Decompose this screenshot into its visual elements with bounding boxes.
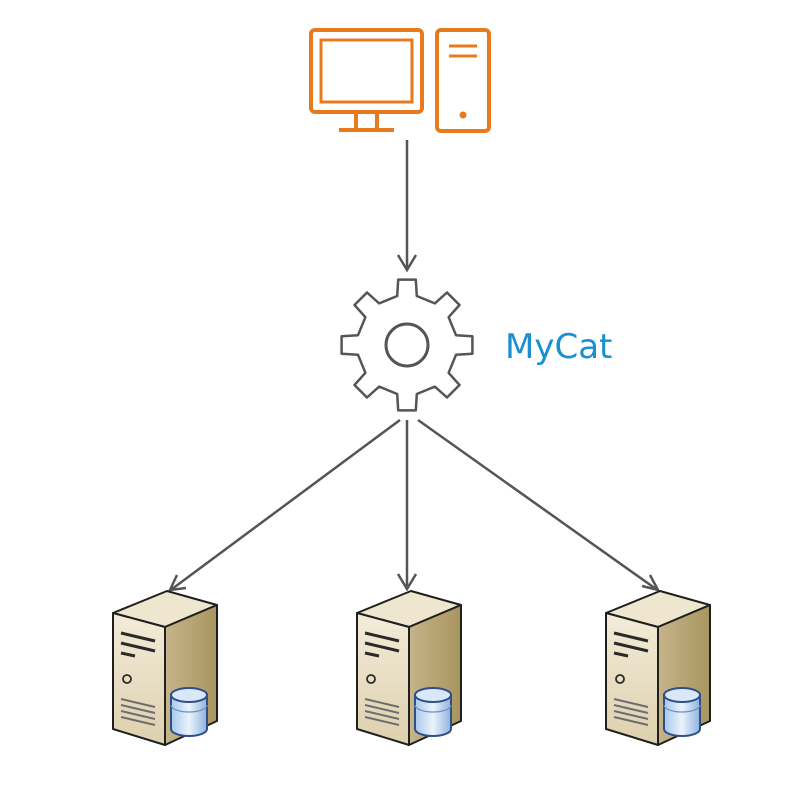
arrow-client-to-mycat bbox=[396, 140, 418, 273]
database-server-icon bbox=[604, 589, 712, 747]
arrow-mycat-to-server-1 bbox=[167, 418, 401, 592]
mycat-label: MyCat bbox=[505, 327, 612, 367]
arrow-mycat-to-server-3 bbox=[417, 418, 661, 592]
gear-icon bbox=[340, 278, 474, 412]
database-server-icon bbox=[111, 589, 219, 747]
arrow-mycat-to-server-2 bbox=[396, 420, 418, 592]
desktop-computer-icon bbox=[309, 28, 491, 133]
database-server-icon bbox=[355, 589, 463, 747]
